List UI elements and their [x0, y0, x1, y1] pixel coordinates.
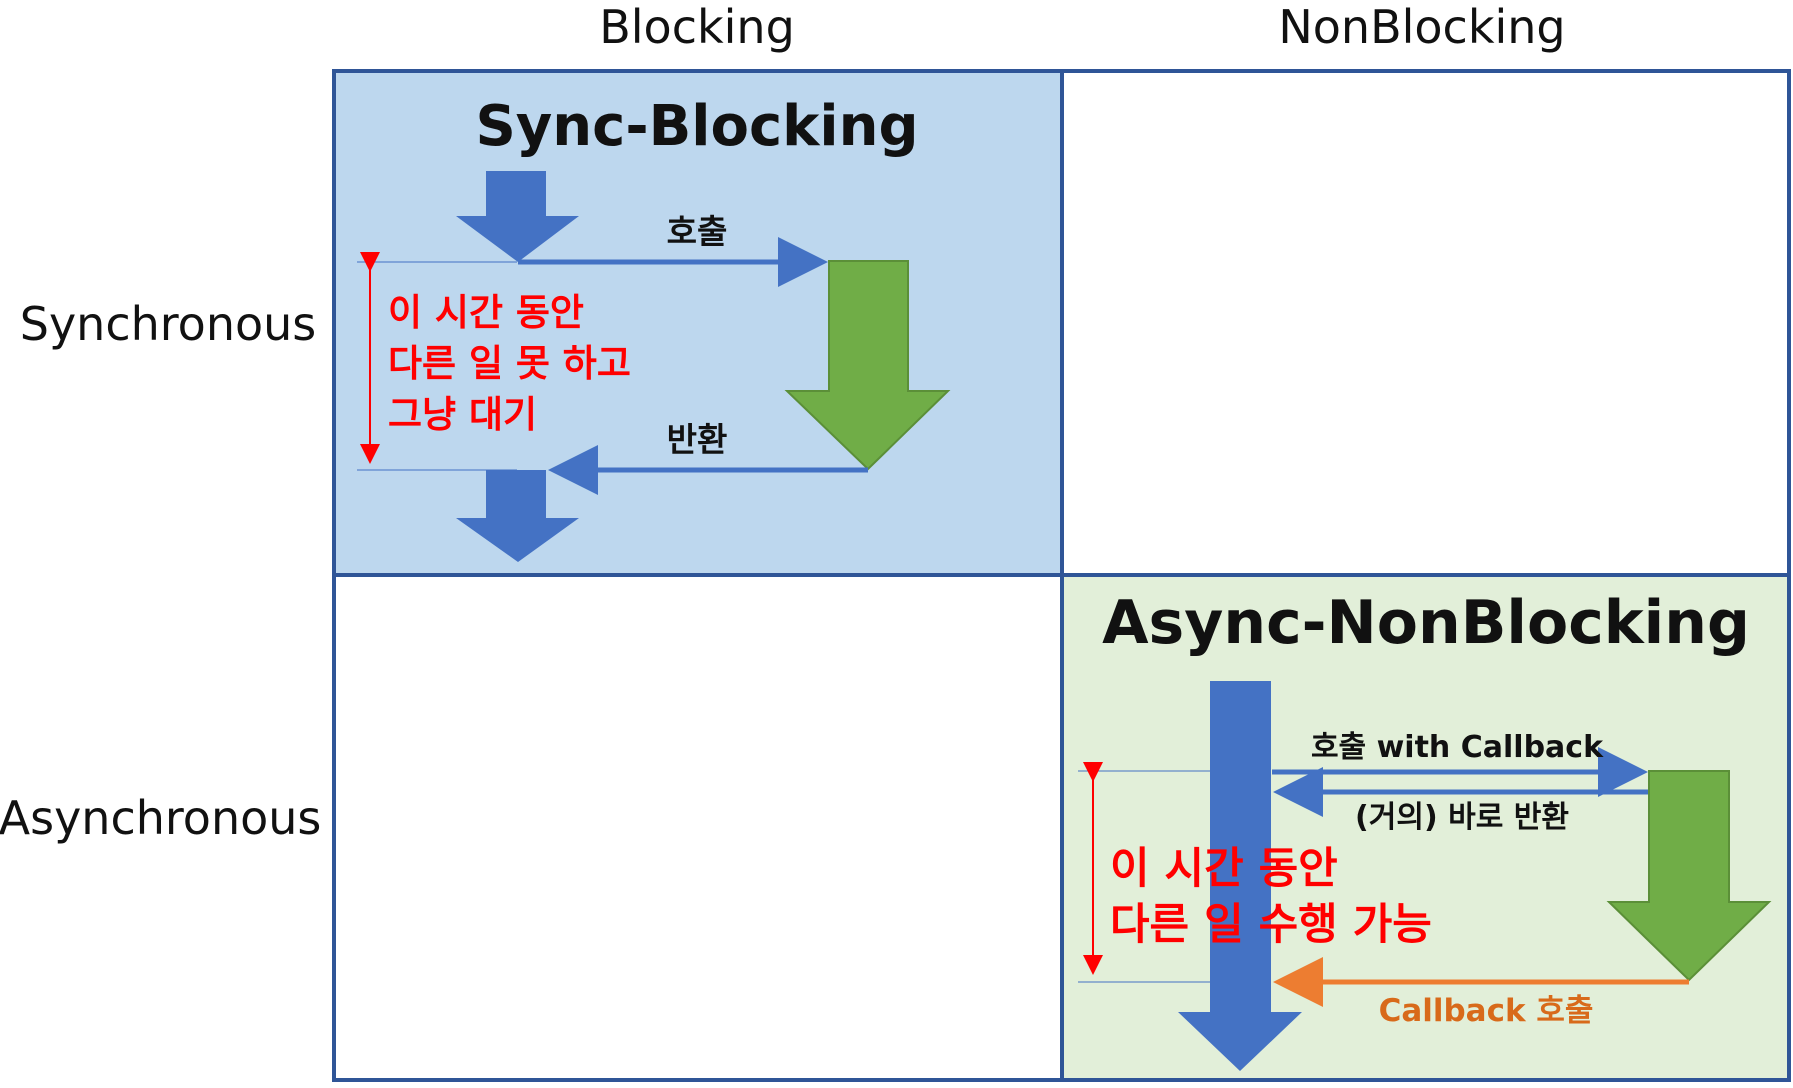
column-header-nonblocking: NonBlocking [1278, 0, 1565, 54]
async-note-line-1: 이 시간 동안 [1110, 844, 1338, 894]
async-nonblocking-title: Async-NonBlocking [1102, 588, 1750, 658]
row-header-synchronous: Synchronous [20, 297, 316, 351]
async-return-label: (거의) 바로 반환 [1355, 800, 1569, 835]
async-blocking-quadrant [334, 575, 1062, 1080]
sync-callee-work-arrow-icon [784, 260, 951, 471]
sync-return-label: 반환 [667, 420, 728, 459]
sync-note-line-2: 다른 일 못 하고 [388, 342, 631, 385]
async-call-label: 호출 with Callback [1311, 730, 1604, 765]
sync-blocking-quadrant [334, 71, 1062, 575]
sync-note-line-3: 그냥 대기 [388, 393, 537, 436]
async-note-line-2: 다른 일 수행 가능 [1110, 900, 1432, 950]
sync-call-label: 호출 [667, 212, 728, 251]
async-callee-work-arrow-icon [1606, 770, 1772, 982]
sync-nonblocking-quadrant [1062, 71, 1789, 575]
column-header-blocking: Blocking [599, 0, 795, 54]
sync-caller-start-arrow-icon [456, 171, 579, 262]
sync-note-line-1: 이 시간 동안 [388, 291, 584, 334]
async-callback-label: Callback 호출 [1379, 993, 1594, 1029]
async-caller-continue-arrow-icon [1178, 681, 1302, 1071]
row-header-asynchronous: Asynchronous [0, 791, 321, 845]
sync-caller-resume-arrow-icon [456, 470, 579, 562]
sync-blocking-title: Sync-Blocking [475, 94, 918, 159]
